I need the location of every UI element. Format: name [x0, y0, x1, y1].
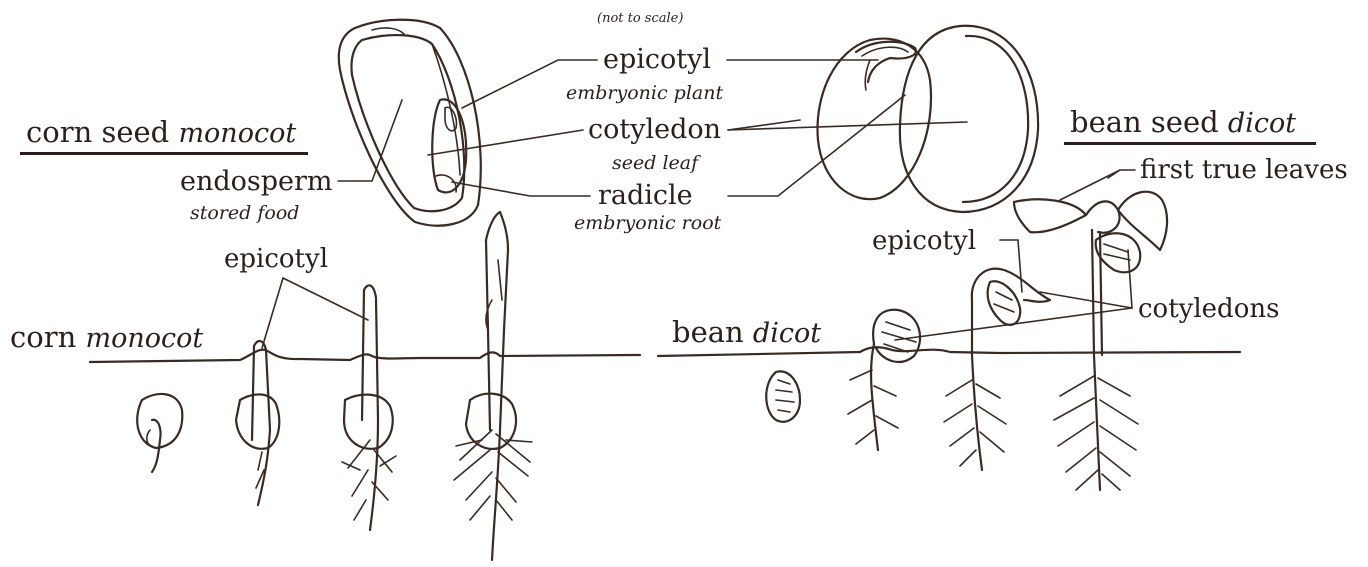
cotyledon-label: cotyledon	[588, 116, 721, 143]
corn-seed-title-text: corn seed	[26, 115, 169, 149]
bean-seedling-3	[944, 269, 1050, 470]
corn-monocot-title-text: corn	[10, 320, 76, 354]
bean-dicot-title-type: dicot	[753, 318, 821, 349]
bean-seedling-2	[848, 310, 920, 450]
corn-seed-illustration	[339, 20, 481, 226]
corn-seedling-1	[137, 394, 182, 472]
corn-seedling-3	[342, 285, 396, 530]
bean-seed-title-text: bean seed	[1070, 105, 1219, 139]
bean-dicot-title: bean dicot	[672, 318, 821, 347]
endosperm-label: endosperm	[180, 168, 333, 195]
corn-seed-title-type: monocot	[178, 118, 296, 149]
radicle-label: radicle	[598, 182, 693, 209]
corn-seed-title-underline	[20, 152, 308, 155]
epicotyl-label: epicotyl	[603, 46, 711, 73]
bean-seed-illustration	[818, 26, 1039, 212]
cotyledon-desc: seed leaf	[612, 154, 698, 173]
cotyledons-label: cotyledons	[1138, 296, 1279, 322]
epicotyl-desc: embryonic plant	[566, 84, 723, 103]
corn-seedling-2	[236, 341, 279, 505]
bean-dicot-title-text: bean	[672, 315, 744, 349]
bean-seed-title-underline	[1064, 142, 1316, 145]
first-true-leaves-label: first true leaves	[1140, 157, 1348, 183]
corn-seedling-4	[454, 212, 532, 560]
bean-seed-title-type: dicot	[1228, 108, 1296, 139]
not-to-scale-note: (not to scale)	[597, 12, 683, 25]
bean-epicotyl-label: epicotyl	[872, 228, 976, 254]
bean-seed-title: bean seed dicot	[1070, 108, 1296, 137]
corn-seed-title: corn seed monocot	[26, 118, 296, 147]
corn-monocot-title-type: monocot	[85, 323, 203, 354]
bean-seedling-1	[766, 371, 800, 421]
corn-epicotyl-label: epicotyl	[224, 246, 328, 272]
radicle-desc: embryonic root	[574, 214, 721, 233]
corn-monocot-title: corn monocot	[10, 323, 203, 352]
bean-seedling-4	[1014, 192, 1167, 490]
endosperm-desc: stored food	[190, 204, 299, 223]
